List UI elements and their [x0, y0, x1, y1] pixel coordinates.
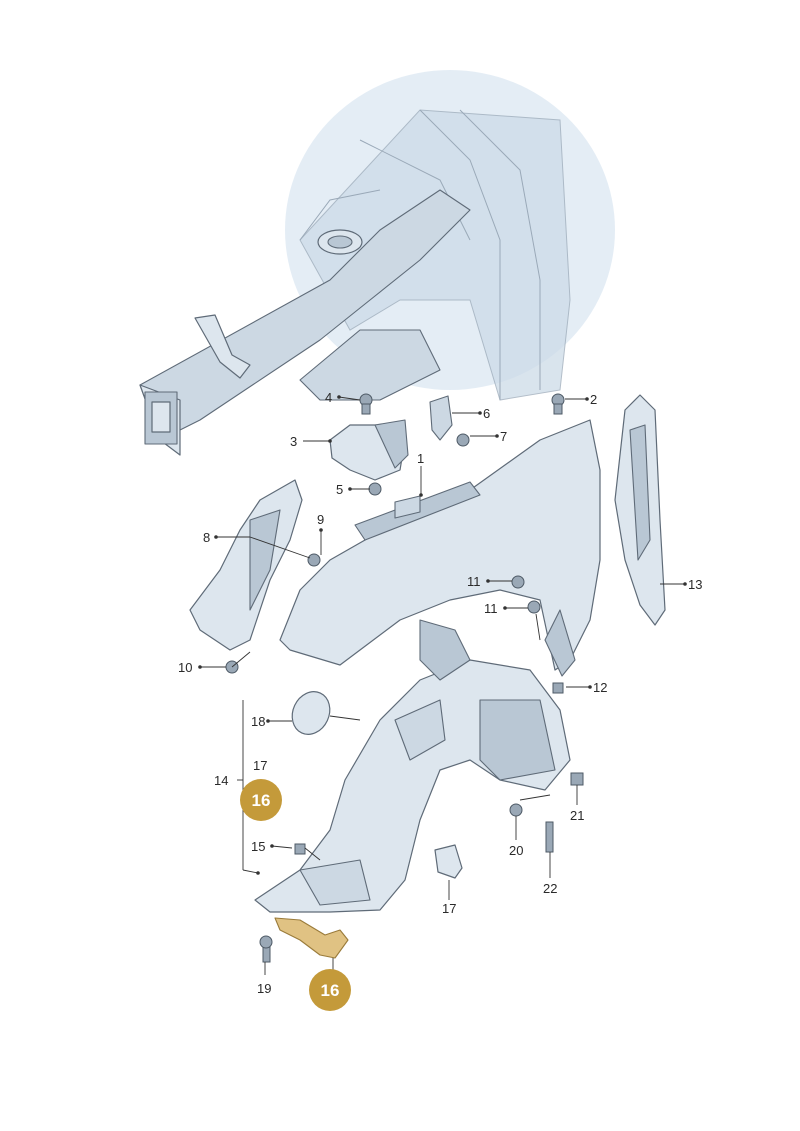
callout-label: 8: [203, 530, 210, 545]
callout-label: 19: [257, 981, 271, 996]
highlight-callout: 16: [309, 969, 351, 1011]
callout-label: 2: [590, 392, 597, 407]
callout-label: 10: [178, 660, 192, 675]
frame-rail-illustration: [139, 189, 471, 456]
fasteners: [225, 393, 584, 963]
callout-label: 17: [253, 758, 267, 773]
callout-label: 11: [484, 601, 498, 616]
callout-label: 13: [688, 577, 702, 592]
leader-lines: [198, 395, 687, 975]
callout-label: 22: [543, 881, 557, 896]
cover-cap: [291, 691, 331, 735]
highlighted-bracket: [274, 917, 349, 959]
callout-labels: 1 2 3 4 5 6 7 8 9 10 11 11 12 13 14 15 1…: [178, 390, 702, 996]
callout-label: 4: [325, 390, 332, 405]
small-bracket: [429, 395, 453, 441]
front-fender: [279, 419, 601, 677]
callout-label: 3: [290, 434, 297, 449]
cover-plate: [434, 844, 463, 879]
highlight-callout: 16: [240, 779, 282, 821]
seal-strip: [614, 394, 666, 626]
callout-label: 11: [467, 574, 481, 589]
callout-label: 6: [483, 406, 490, 421]
highlight-callout-label: 16: [252, 791, 271, 810]
callout-label: 9: [317, 512, 324, 527]
callout-label: 7: [500, 429, 507, 444]
callout-label: 1: [417, 451, 424, 466]
callout-label: 15: [251, 839, 265, 854]
callout-label: 18: [251, 714, 265, 729]
splash-shield: [189, 479, 303, 651]
callout-label: 20: [509, 843, 523, 858]
callout-label: 5: [336, 482, 343, 497]
callout-label: 17: [442, 901, 456, 916]
callout-label: 14: [214, 773, 228, 788]
wheel-house-liner: [254, 619, 571, 913]
callout-label: 21: [570, 808, 584, 823]
mount-bracket: [329, 419, 409, 481]
callout-label: 12: [593, 680, 607, 695]
highlight-callout-label: 16: [321, 981, 340, 1000]
